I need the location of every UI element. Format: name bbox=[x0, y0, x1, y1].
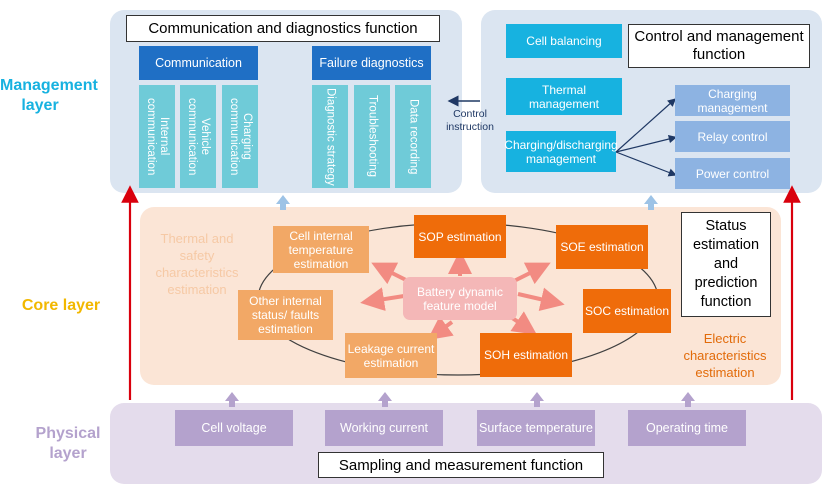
control-instruction-label: Control instruction bbox=[446, 108, 494, 133]
surface-temperature-box: Surface temperature bbox=[477, 410, 595, 446]
operating-time-box: Operating time bbox=[628, 410, 746, 446]
diagnostic-strategy-box: Diagnostic strategy bbox=[312, 85, 348, 188]
charging-discharging-management-box: Charging/discharging management bbox=[504, 131, 618, 172]
cell-internal-temperature-box: Cell internal temperature estimation bbox=[273, 226, 369, 273]
core-layer-label: Core layer bbox=[21, 297, 101, 314]
charging-management-box: Charging management bbox=[675, 85, 790, 116]
comm-diag-title: Communication and diagnostics function bbox=[126, 15, 440, 42]
power-control-box: Power control bbox=[675, 158, 790, 189]
cell-balancing-box: Cell balancing bbox=[506, 24, 622, 58]
soh-estimation-box: SOH estimation bbox=[480, 333, 572, 377]
cell-voltage-box: Cell voltage bbox=[175, 410, 293, 446]
charging-communication-label: Charging communication bbox=[228, 97, 253, 176]
other-internal-status-box: Other internal status/ faults estimation bbox=[238, 290, 333, 340]
thermal-safety-label: Thermal and safety characteristics estim… bbox=[155, 231, 239, 297]
communication-header: Communication bbox=[139, 46, 258, 80]
electric-characteristics-label: Electric characteristics estimation bbox=[683, 331, 767, 380]
diagnostic-strategy-label: Diagnostic strategy bbox=[324, 87, 337, 186]
data-recording-box: Data recording bbox=[395, 85, 431, 188]
internal-communication-label: Internal communication bbox=[145, 97, 170, 176]
status-estimation-title: Status estimation and prediction functio… bbox=[681, 212, 771, 317]
sampling-measurement-title: Sampling and measurement function bbox=[318, 452, 604, 478]
data-recording-label: Data recording bbox=[407, 98, 420, 175]
physical-layer-label: Physical layer bbox=[35, 425, 101, 462]
relay-control-box: Relay control bbox=[675, 121, 790, 152]
troubleshooting-box: Troubleshooting bbox=[354, 85, 390, 188]
thermal-management-box: Thermal management bbox=[506, 78, 622, 115]
vehicle-communication-box: Vehicle communication bbox=[180, 85, 216, 188]
sop-estimation-box: SOP estimation bbox=[414, 215, 506, 258]
soc-estimation-box: SOC estimation bbox=[583, 289, 671, 333]
failure-diagnostics-header: Failure diagnostics bbox=[312, 46, 431, 80]
troubleshooting-label: Troubleshooting bbox=[366, 95, 379, 178]
internal-communication-box: Internal communication bbox=[139, 85, 175, 188]
management-layer-label: Management layer bbox=[0, 77, 98, 114]
control-management-title: Control and management function bbox=[628, 24, 810, 68]
working-current-box: Working current bbox=[325, 410, 443, 446]
battery-dynamic-model-box: Battery dynamic feature model bbox=[403, 277, 517, 320]
leakage-current-box: Leakage current estimation bbox=[345, 333, 437, 378]
soe-estimation-box: SOE estimation bbox=[556, 225, 648, 269]
charging-communication-box: Charging communication bbox=[222, 85, 258, 188]
vehicle-communication-label: Vehicle communication bbox=[186, 97, 211, 176]
